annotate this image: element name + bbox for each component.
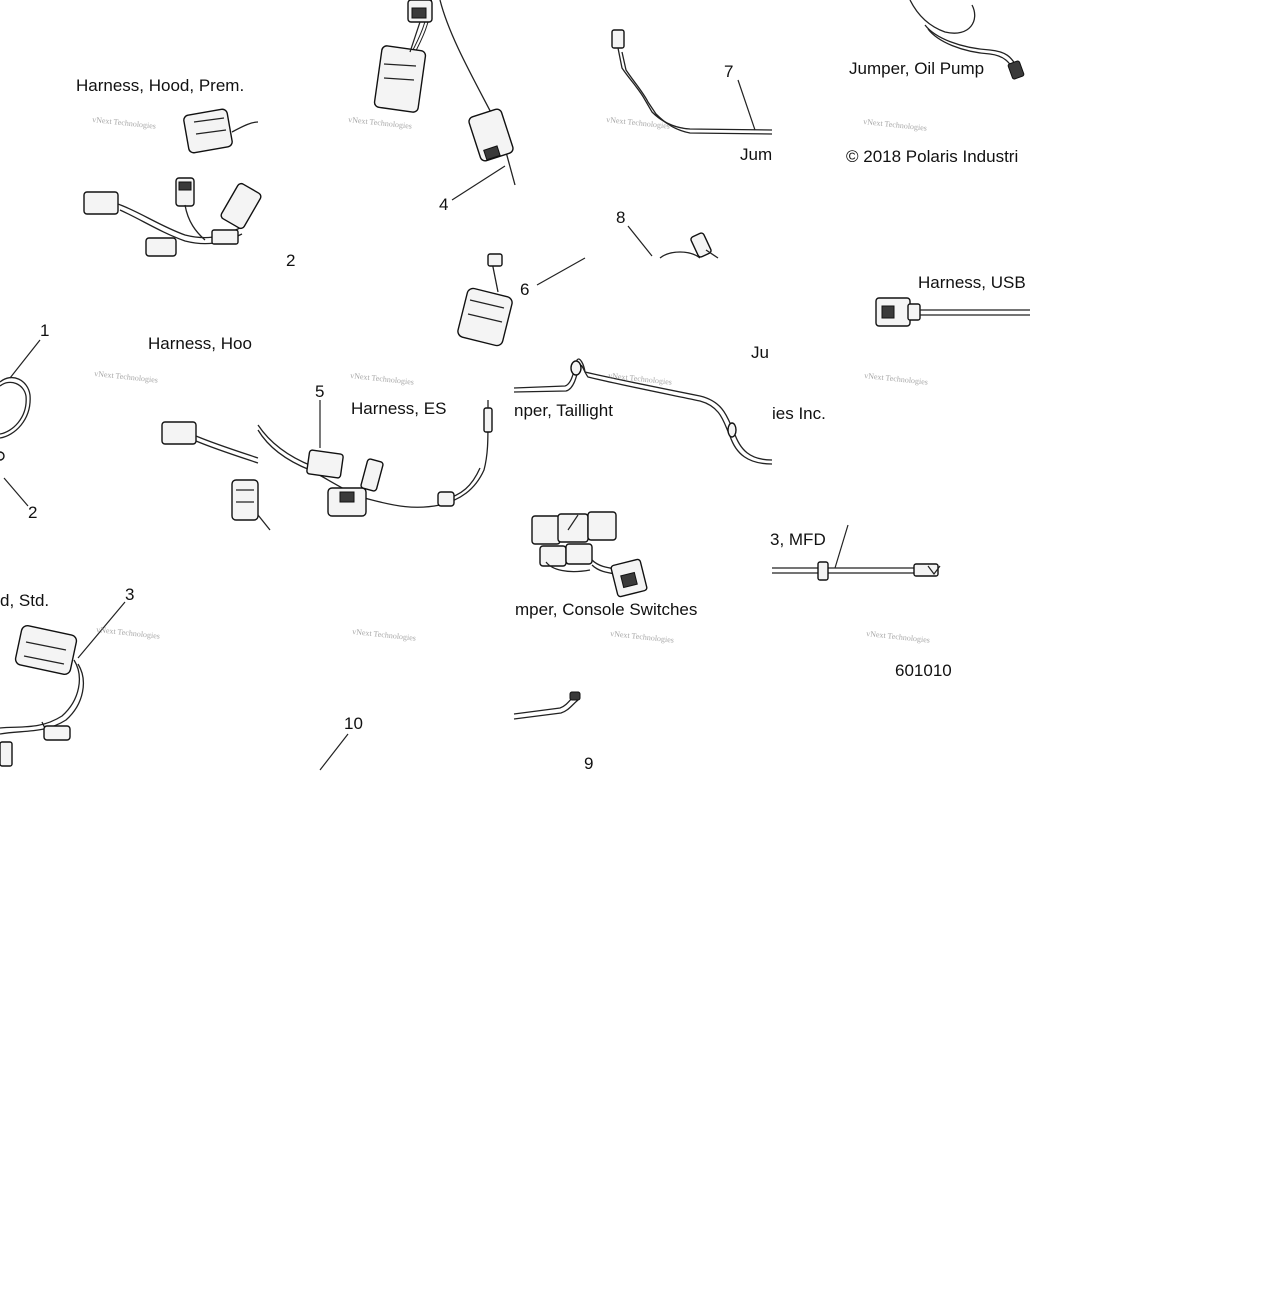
jumper-console-switches-drawing: [531, 511, 648, 598]
callout-6: 6: [520, 280, 529, 299]
item9-drawing: [513, 691, 581, 720]
diagram-artwork: vNext Technologies vNext Technologies vN…: [0, 0, 1030, 771]
callout-7: 7: [724, 62, 733, 81]
harness-es-drawing: [257, 400, 493, 517]
callout-10: 10: [344, 714, 363, 733]
item8-drawing: [659, 232, 719, 259]
label-harness-es: Harness, ES: [351, 399, 446, 418]
harness-hood-middle-drawing: [161, 421, 271, 531]
watermarks: vNext Technologies vNext Technologies vN…: [92, 115, 931, 645]
usb-mfd-drawing: [772, 561, 941, 581]
jumper-taillight-drawing: [513, 358, 773, 465]
callout-1: 1: [40, 321, 49, 340]
callout-5: 5: [315, 382, 324, 401]
svg-text:vNext Technologies: vNext Technologies: [92, 115, 157, 131]
label-harness-hood-prem: Harness, Hood, Prem.: [76, 76, 244, 95]
svg-text:vNext Technologies: vNext Technologies: [610, 629, 675, 645]
svg-text:vNext Technologies: vNext Technologies: [350, 371, 415, 387]
svg-text:vNext Technologies: vNext Technologies: [864, 371, 929, 387]
svg-text:vNext Technologies: vNext Technologies: [348, 115, 413, 131]
svg-text:vNext Technologies: vNext Technologies: [352, 627, 417, 643]
svg-text:vNext Technologies: vNext Technologies: [866, 629, 931, 645]
callout-numbers: 1 2 3 4 5 6 7 8 9 10 2 2: [28, 62, 733, 773]
label-jumper-cut: Jum: [740, 145, 772, 164]
harness-top-center-drawing: [373, 0, 516, 186]
callout-2-top: 2: [286, 251, 295, 270]
label-jumper-console-switches: mper, Console Switches: [515, 600, 697, 619]
harness-usb-drawing: [875, 297, 1030, 327]
label-figure-number: 601010: [895, 661, 952, 680]
label-jumper-taillight: nper, Taillight: [514, 401, 613, 420]
callout-8: 8: [616, 208, 625, 227]
label-ies-inc: ies Inc.: [772, 404, 826, 423]
callout-9: 9: [584, 754, 593, 773]
svg-text:vNext Technologies: vNext Technologies: [863, 117, 928, 133]
svg-text:vNext Technologies: vNext Technologies: [96, 625, 161, 641]
label-copyright: © 2018 Polaris Industri: [846, 147, 1018, 166]
label-harness-usb: Harness, USB: [918, 273, 1026, 292]
label-harness-hood-std: d, Std.: [0, 591, 49, 610]
svg-text:vNext Technologies: vNext Technologies: [606, 115, 671, 131]
item6-drawing: [457, 253, 513, 347]
svg-text:vNext Technologies: vNext Technologies: [94, 369, 159, 385]
label-ju-cut: Ju: [751, 343, 769, 362]
callout-3: 3: [125, 585, 134, 604]
jumper-oil-pump-drawing: [909, 0, 1025, 80]
harness-left-fragment-drawing: [0, 377, 31, 461]
leader-lines: [3, 21, 849, 771]
callout-2: 2: [28, 503, 37, 522]
callout-4: 4: [439, 195, 448, 214]
label-jumper-oil-pump: Jumper, Oil Pump: [849, 59, 984, 78]
label-usb-mfd: 3, MFD: [770, 530, 826, 549]
part-labels: Harness, Hood, Prem. Jumper, Oil Pump Ju…: [0, 59, 1026, 680]
label-harness-hood: Harness, Hoo: [148, 334, 252, 353]
jumper-item7-drawing: [611, 29, 773, 135]
harness-hood-prem-drawing: [83, 108, 262, 257]
harness-hood-std-drawing: [0, 625, 84, 767]
